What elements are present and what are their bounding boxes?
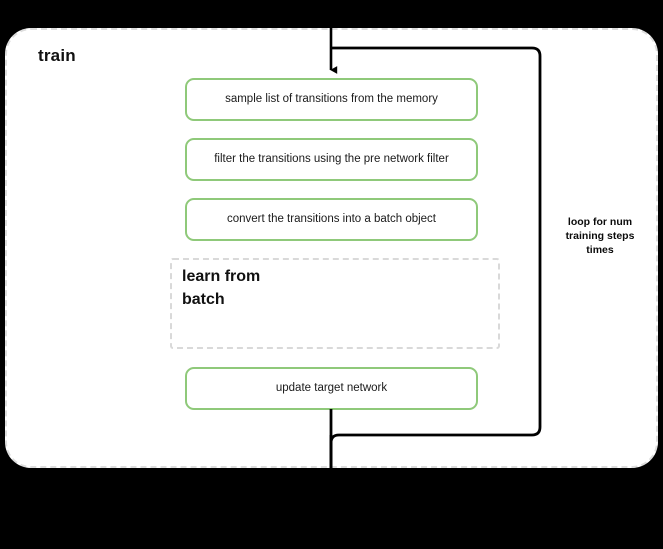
step-update-target-network-label: update target network (275, 382, 388, 395)
step-update-target-network[interactable]: update target network (185, 367, 478, 410)
step-convert-transitions[interactable]: convert the transitions into a batch obj… (185, 198, 478, 241)
step-filter-transitions-label: filter the transitions using the pre net… (214, 153, 449, 166)
train-group-title: train (38, 46, 76, 65)
step-sample-transitions-label: sample list of transitions from the memo… (225, 93, 438, 106)
step-filter-transitions[interactable]: filter the transitions using the pre net… (185, 138, 478, 181)
step-sample-transitions[interactable]: sample list of transitions from the memo… (185, 78, 478, 121)
step-convert-transitions-label: convert the transitions into a batch obj… (226, 213, 437, 226)
